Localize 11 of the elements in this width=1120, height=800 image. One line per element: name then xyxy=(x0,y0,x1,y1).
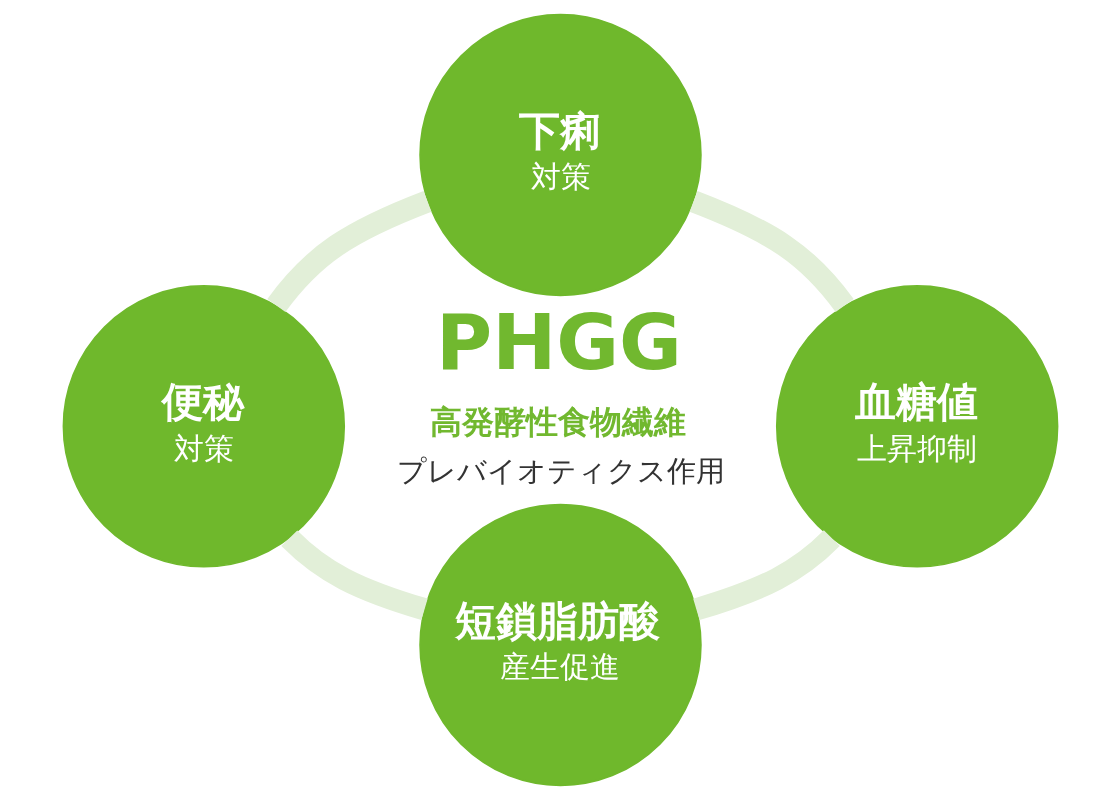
label: プレバイオティクス作用 xyxy=(396,454,725,489)
connector xyxy=(688,191,854,313)
node-circle: 血糖値 上昇抑制 xyxy=(775,285,1058,568)
node-circle: 短鎖脂肪酸 産生促進 xyxy=(418,503,702,787)
connector xyxy=(281,530,428,620)
label: 高発酵性食物繊維 xyxy=(429,402,686,441)
node-circle: 下痢 対策 xyxy=(418,13,702,297)
node-circle: 便秘 対策 xyxy=(62,285,345,568)
label: PHGG xyxy=(435,297,682,387)
connector xyxy=(692,530,840,621)
connector xyxy=(267,190,432,313)
